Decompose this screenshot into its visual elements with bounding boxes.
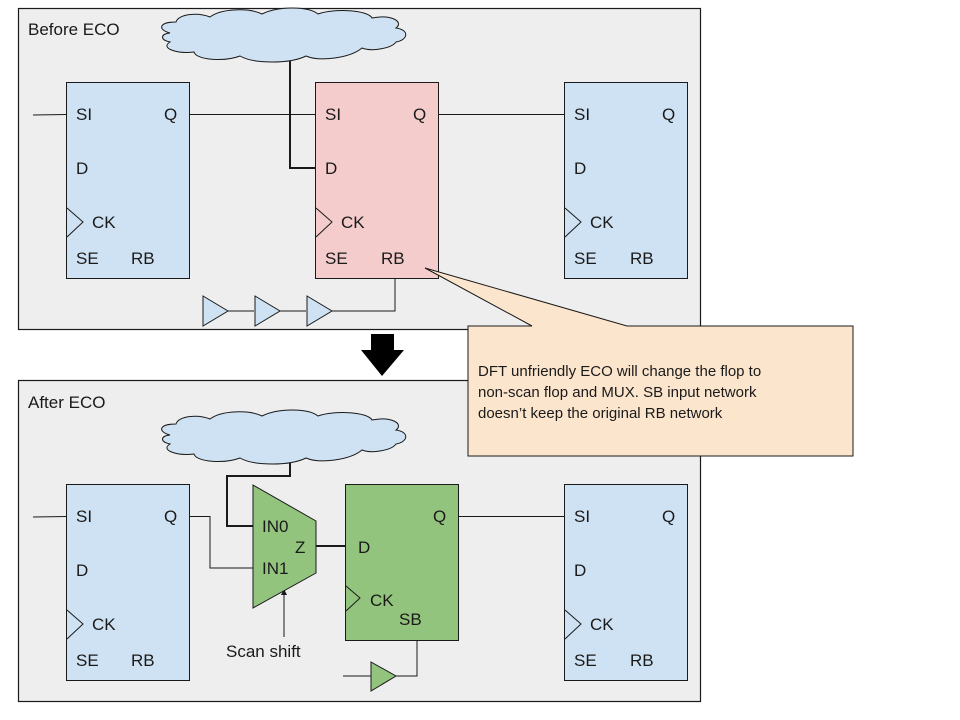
clock-pin-icon <box>66 207 84 238</box>
pin-rb: RB <box>131 651 155 670</box>
buffer-icon <box>202 295 229 327</box>
pin-d: D <box>325 159 337 178</box>
callout-line-2: non-scan flop and MUX. SB input network <box>478 384 757 401</box>
before-flop-right: SI Q D CK SE RB <box>564 82 688 279</box>
callout-line-3: doesn’t keep the original RB network <box>478 405 723 422</box>
after-title: After ECO <box>28 393 105 412</box>
after-flop-right: SI Q D CK SE RB <box>564 484 688 681</box>
pin-rb: RB <box>131 249 155 268</box>
clock-pin-icon <box>564 207 582 238</box>
callout-box <box>424 267 854 457</box>
clock-pin-icon <box>564 609 582 640</box>
clock-pin-icon <box>315 207 333 238</box>
pin-si: SI <box>574 105 590 124</box>
scan-mux: IN0 Z IN1 Scan shift <box>226 484 317 661</box>
pin-d: D <box>76 561 88 580</box>
pin-d: D <box>574 159 586 178</box>
buffer-icon <box>254 295 281 327</box>
before-wires <box>32 61 565 312</box>
before-eco-panel: Before ECO SI Q D CK SE RB <box>17 7 702 331</box>
scan-shift-label: Scan shift <box>226 642 301 661</box>
pin-se: SE <box>325 249 348 268</box>
after-flop-left: SI Q D CK SE RB <box>66 484 190 681</box>
buffer-icon <box>306 295 333 327</box>
pin-se: SE <box>76 651 99 670</box>
pin-q: Q <box>164 105 177 124</box>
pin-ck: CK <box>341 213 365 232</box>
pin-in0: IN0 <box>262 517 288 536</box>
pin-q: Q <box>413 105 426 124</box>
pin-ck: CK <box>590 615 614 634</box>
pin-q: Q <box>164 507 177 526</box>
buffer-icon <box>370 661 397 692</box>
logic-cloud-icon <box>161 409 407 465</box>
clock-pin-icon <box>66 609 84 640</box>
pin-si: SI <box>574 507 590 526</box>
pin-se: SE <box>574 651 597 670</box>
pin-q: Q <box>662 507 675 526</box>
callout: DFT unfriendly ECO will change the flop … <box>424 267 854 457</box>
pin-d: D <box>574 561 586 580</box>
pin-in1: IN1 <box>262 559 288 578</box>
before-title: Before ECO <box>28 20 120 39</box>
pin-si: SI <box>76 507 92 526</box>
pin-q: Q <box>662 105 675 124</box>
pin-ck: CK <box>370 591 394 610</box>
pin-se: SE <box>76 249 99 268</box>
before-flop-left: SI Q D CK SE RB <box>66 82 190 279</box>
before-flop-target: SI Q D CK SE RB <box>315 82 439 279</box>
pin-ck: CK <box>92 615 116 634</box>
pin-sb: SB <box>399 610 422 629</box>
after-flop-nonscan: Q D CK SB <box>345 484 459 641</box>
pin-d: D <box>76 159 88 178</box>
pin-d: D <box>358 538 370 557</box>
pin-se: SE <box>574 249 597 268</box>
pin-ck: CK <box>590 213 614 232</box>
logic-cloud-icon <box>161 7 407 63</box>
clock-pin-icon <box>345 585 361 612</box>
mux-body <box>252 484 317 609</box>
select-arrow-icon <box>281 589 287 595</box>
pin-rb: RB <box>630 249 654 268</box>
pin-z: Z <box>295 538 305 557</box>
pin-rb: RB <box>381 249 405 268</box>
pin-si: SI <box>76 105 92 124</box>
pin-si: SI <box>325 105 341 124</box>
pin-q: Q <box>433 507 446 526</box>
pin-ck: CK <box>92 213 116 232</box>
callout-line-1: DFT unfriendly ECO will change the flop … <box>478 363 761 380</box>
after-wires <box>32 463 565 677</box>
pin-rb: RB <box>630 651 654 670</box>
down-arrow-icon <box>361 334 404 376</box>
